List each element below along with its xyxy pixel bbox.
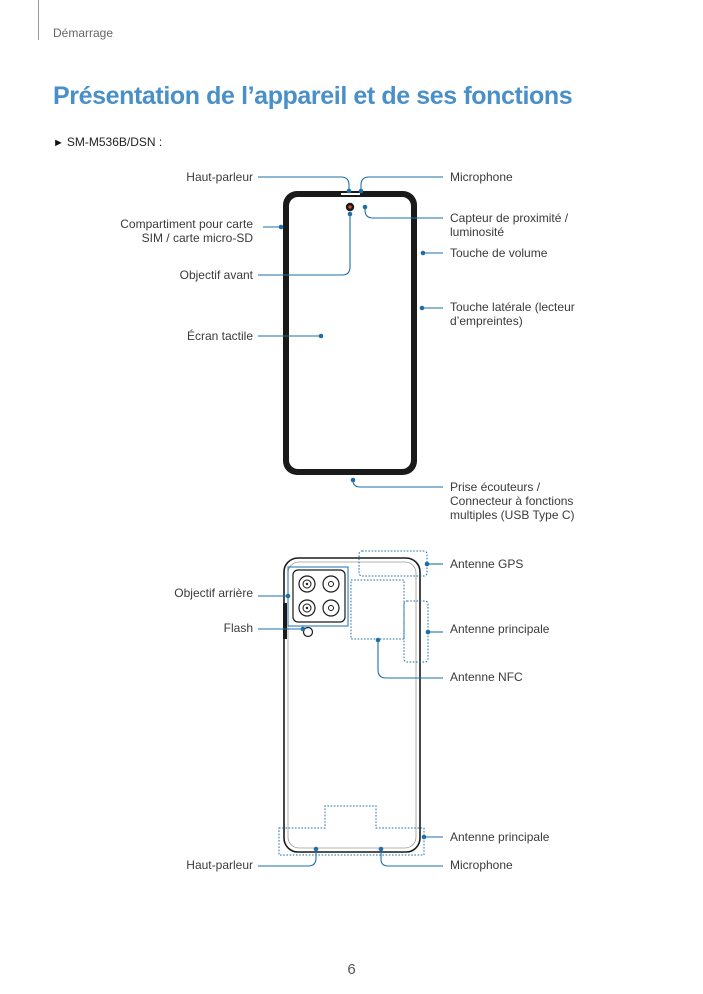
antenna-zones (278, 550, 429, 856)
label-gps-antenna: Antenne GPS (450, 557, 524, 571)
label-back-speaker: Haut-parleur (186, 858, 253, 872)
label-jack: Prise écouteurs / Connecteur à fonctions… (450, 480, 575, 522)
back-callout-dots (285, 561, 431, 852)
bullet-arrow-icon: ► (53, 137, 64, 149)
front-callouts (258, 176, 443, 488)
label-main-antenna-top: Antenne principale (450, 622, 550, 636)
model-label: SM-M536B/DSN : (66, 135, 163, 149)
label-side-key: Touche latérale (lecteur d’empreintes) (450, 300, 575, 328)
phone-front (283, 191, 417, 475)
page-title: Présentation de l’appareil et de ses fon… (53, 82, 573, 110)
rear-camera-module-icon (292, 569, 346, 623)
flash-icon (302, 626, 314, 638)
phone-back (283, 557, 421, 853)
label-front-speaker: Haut-parleur (186, 170, 253, 184)
label-sim-tray: Compartiment pour carte SIM / carte micr… (120, 217, 253, 245)
model-line: ►SM-M536B/DSN : (53, 135, 162, 149)
label-flash: Flash (223, 621, 253, 635)
label-back-microphone: Microphone (450, 858, 513, 872)
label-front-microphone: Microphone (450, 170, 513, 184)
page-number: 6 (347, 961, 356, 978)
label-volume-key: Touche de volume (450, 246, 548, 260)
label-rear-camera: Objectif arrière (174, 586, 253, 600)
label-front-camera: Objectif avant (179, 268, 253, 282)
label-main-antenna-bottom: Antenne principale (450, 830, 550, 844)
front-callout-dots (278, 188, 426, 483)
label-proximity-sensor: Capteur de proximité / luminosité (450, 211, 569, 239)
margin-rule (38, 0, 39, 40)
label-nfc-antenna: Antenne NFC (450, 670, 523, 684)
back-callouts (258, 563, 443, 867)
label-touchscreen: Écran tactile (186, 329, 253, 343)
section-label: Démarrage (53, 26, 114, 40)
